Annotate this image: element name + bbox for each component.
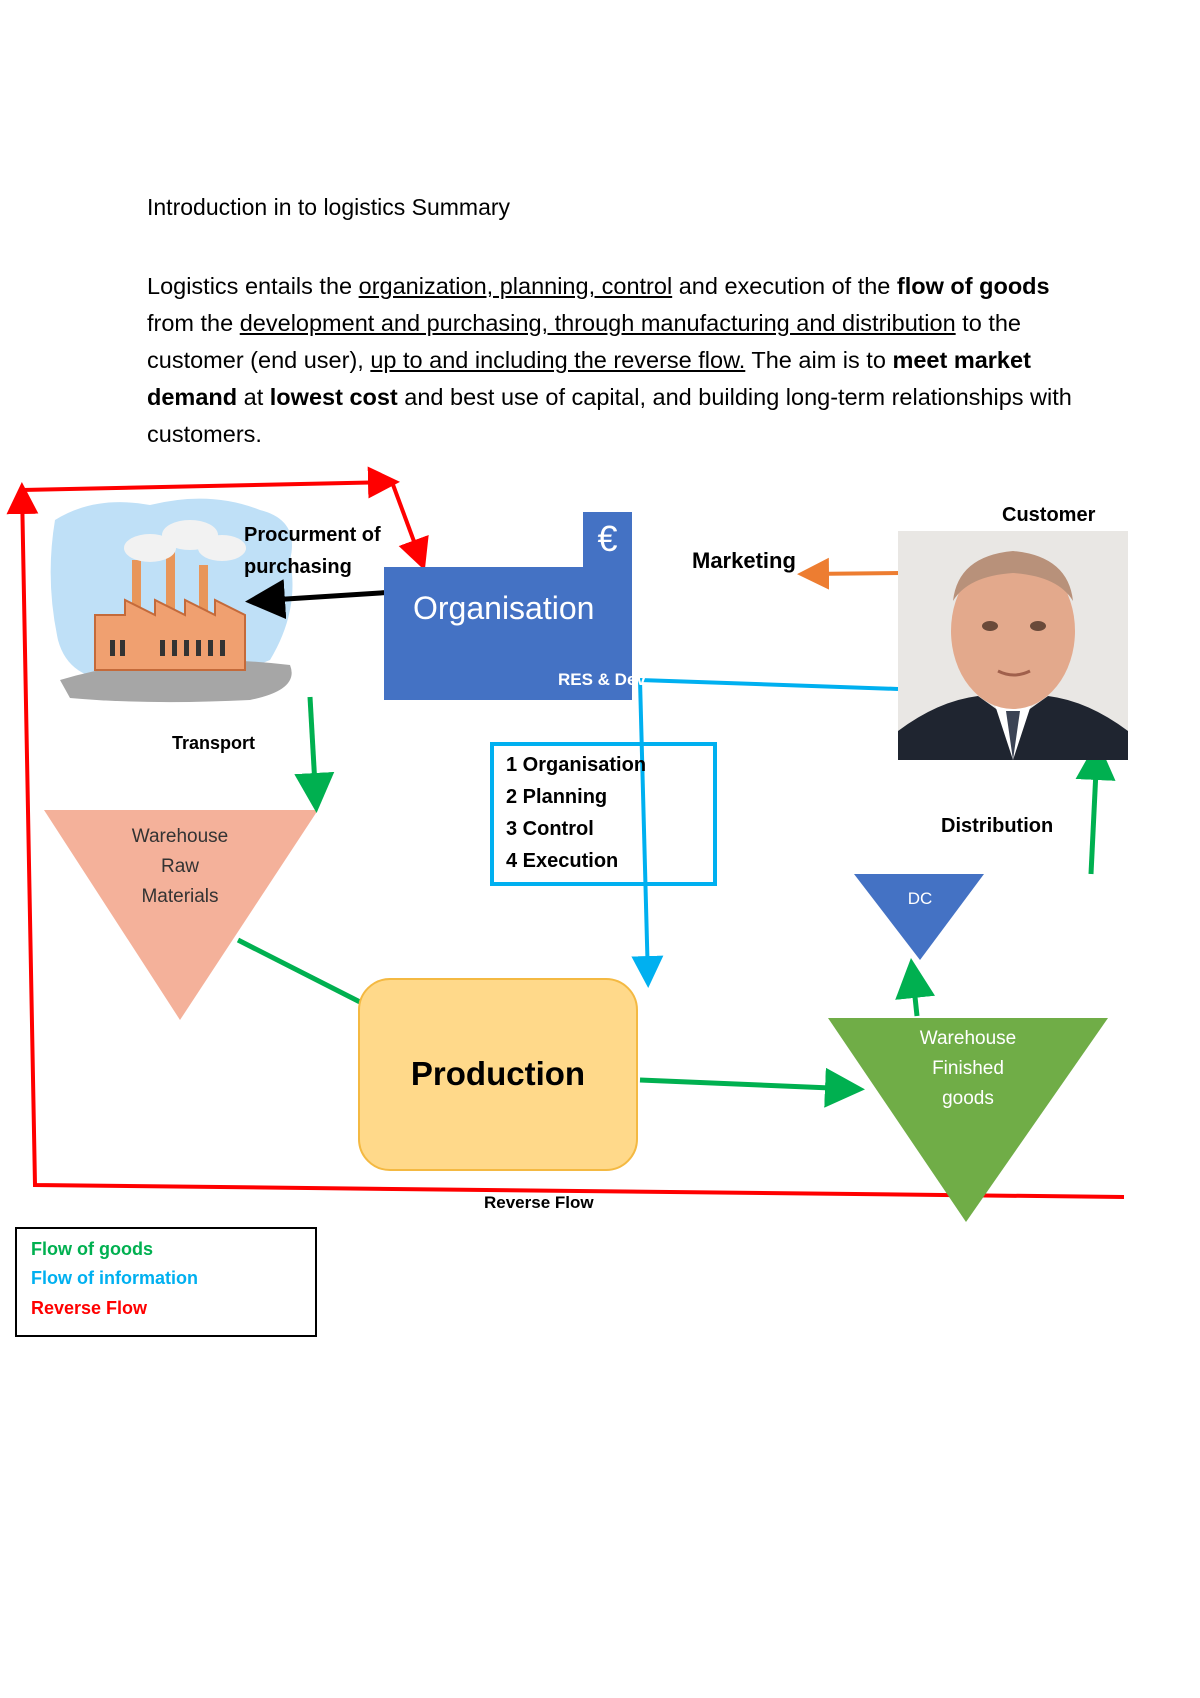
step-item: 1 Organisation [506,754,647,776]
information-flow-lines [631,678,899,988]
intro-text: to the customer (end user), [147,310,1021,373]
finished-warehouse-line: Warehouse [919,1028,1017,1049]
intro-bold: flow of goods [896,273,1050,299]
dc-label: DC [907,889,933,908]
finished-warehouse-line: Finished [932,1058,1004,1079]
organisation-label: Organisation [413,590,595,626]
intro-text: at [237,384,270,410]
legend-box [15,1227,317,1337]
res-dev-label: RES & Dev [558,670,646,689]
euro-icon: € [583,512,632,568]
organisation-box [384,567,632,700]
finished-warehouse-line: goods [942,1088,994,1109]
intro-paragraph: Logistics entails the organization, plan… [147,268,1087,453]
steps-box [490,742,717,886]
legend-reverse: Reverse Flow [31,1298,148,1318]
customer-photo [898,531,1128,760]
intro-text: and best use of capital, and building lo… [147,384,1072,447]
step-item: 2 Planning [506,786,608,808]
marketing-label: Marketing [692,548,796,573]
intro-bold: meet market demand [147,347,1031,410]
intro-underline: organization, planning, control [358,273,673,299]
raw-warehouse-line: Raw [160,856,199,877]
intro-underline: development and purchasing, through manu… [239,310,956,336]
goods-flow-lines [236,696,1116,1108]
step-item: 4 Execution [506,850,619,872]
reverse-flow-label: Reverse Flow [484,1193,594,1212]
step-item: 3 Control [506,818,594,840]
raw-warehouse-line: Materials [141,886,219,907]
raw-materials-warehouse [44,810,318,1020]
production-box [358,978,638,1171]
intro-text: Logistics entails the [147,273,359,299]
legend-information: Flow of information [31,1268,198,1288]
factory-icon [50,498,293,703]
transport-label: Transport [172,733,256,753]
intro-text: The aim is to [745,347,893,373]
procurement-label: purchasing [244,556,352,578]
intro-underline: up to and including the reverse flow. [370,347,746,373]
reverse-flow-lines [6,466,1125,1199]
legend-goods: Flow of goods [31,1239,153,1259]
document-title: Introduction in to logistics Summary [147,194,511,220]
customer-label: Customer [1002,504,1096,526]
procurement-arrow [245,579,396,620]
finished-warehouse-label: Warehouse Finished goods [888,1024,1048,1114]
intro-text: and execution of the [672,273,897,299]
production-label: Production [410,1055,586,1092]
dc-triangle [854,874,984,960]
intro-text: from the [147,310,240,336]
finished-goods-warehouse [828,1018,1108,1222]
distribution-label: Distribution [941,815,1054,837]
intro-bold: lowest cost [269,384,398,410]
raw-warehouse-line: Warehouse [131,826,229,847]
procurement-label: Procurment of [244,524,381,546]
raw-warehouse-label: Warehouse Raw Materials [100,822,260,912]
